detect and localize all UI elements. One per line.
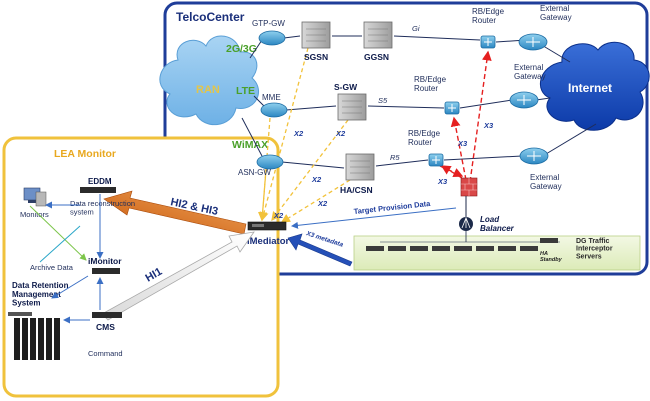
archive-line xyxy=(39,225,81,263)
gi-label: Gi xyxy=(412,24,420,33)
x2-label-1: X2 xyxy=(293,129,304,138)
x3-label-3: X3 xyxy=(437,177,448,186)
ggsn-server: GGSN xyxy=(363,21,393,62)
router2-gw2-link xyxy=(459,99,513,109)
cms-node: CMS Command xyxy=(88,312,123,358)
router3-gw3-link xyxy=(443,155,523,161)
ran-gtp-link xyxy=(249,39,263,59)
internet-label: Internet xyxy=(568,81,612,95)
sgw-server: S-GW xyxy=(334,82,367,121)
x3-metadata-arrow xyxy=(287,233,353,267)
sgw-router2-link xyxy=(367,105,445,109)
monitors-node: Monitors xyxy=(20,187,49,219)
sgsn-label: SGSN xyxy=(304,52,328,62)
gw3-internet-link xyxy=(545,123,597,155)
mme-label: MME xyxy=(262,93,281,102)
x3-label-1: X3 xyxy=(483,121,494,130)
ggsn-label: GGSN xyxy=(364,52,389,62)
gtp-sgsn-link xyxy=(283,35,301,39)
ggsn-router1-link xyxy=(393,35,481,41)
asn-gw-router: ASN-GW xyxy=(238,154,284,177)
monitors-imonitor-arrow xyxy=(29,205,87,261)
asn-gw-label: ASN-GW xyxy=(238,168,271,177)
lea-monitor-title: LEA Monitor xyxy=(54,148,116,160)
x3-links xyxy=(439,50,492,183)
ran-label: RAN xyxy=(196,84,220,96)
cms-label: CMS xyxy=(96,322,115,332)
ran-asn-link xyxy=(241,117,263,157)
x3-router2-line xyxy=(450,116,467,181)
mme-router: MME xyxy=(260,93,288,118)
access-wimax-label: WiMAX xyxy=(232,139,268,151)
x2-ha-line xyxy=(280,179,351,223)
x2-asn-line xyxy=(258,169,268,222)
x3-router3-return-line xyxy=(439,165,464,177)
x2-label-4: X2 xyxy=(317,199,328,208)
gtp-gw-router: GTP-GW xyxy=(252,19,286,46)
x2-label-3: X2 xyxy=(311,175,322,184)
hi1-arrow xyxy=(101,231,255,321)
x3-label-2: X3 xyxy=(457,139,468,148)
imonitor-drms-arrow xyxy=(51,275,89,299)
firewall-icon xyxy=(460,177,478,197)
command-label: Command xyxy=(88,349,123,358)
mme-sgw-link xyxy=(285,105,337,111)
imediator-node: iMediator xyxy=(247,221,290,247)
x2-label-5: X2 xyxy=(273,211,284,220)
target-provision-line xyxy=(291,207,457,229)
telco-center-title: TelcoCenter xyxy=(176,10,245,24)
imediator-label: iMediator xyxy=(247,236,290,247)
archive-data-label: Archive Data xyxy=(30,263,74,272)
ha-csn-server: HA/CSN xyxy=(340,153,375,195)
sgw-label: S-GW xyxy=(334,82,358,92)
x2-sgsn-line xyxy=(259,47,309,222)
monitors-label: Monitors xyxy=(20,210,49,219)
ran-cloud: RAN xyxy=(159,35,259,126)
lea-monitor-frame xyxy=(2,136,280,398)
hi2-hi3-arrow xyxy=(103,190,247,235)
x3-router1-line xyxy=(469,50,492,183)
sgsn-server: SGSN xyxy=(301,21,331,62)
access-2g3g-label: 2G/3G xyxy=(226,43,257,55)
imonitor-label: iMonitor xyxy=(88,256,122,266)
imonitor-node: iMonitor xyxy=(88,256,122,274)
gw1-internet-link xyxy=(539,43,571,63)
x2-label-2: X2 xyxy=(335,129,346,138)
eddm-label: EDDM xyxy=(88,177,112,186)
r5-label: R5 xyxy=(390,153,400,162)
gtp-gw-label: GTP-GW xyxy=(252,19,285,28)
ha-router3-link xyxy=(375,159,429,167)
ha-csn-label: HA/CSN xyxy=(340,185,373,195)
access-lte-label: LTE xyxy=(236,85,255,97)
s5-label: S5 xyxy=(378,96,388,105)
